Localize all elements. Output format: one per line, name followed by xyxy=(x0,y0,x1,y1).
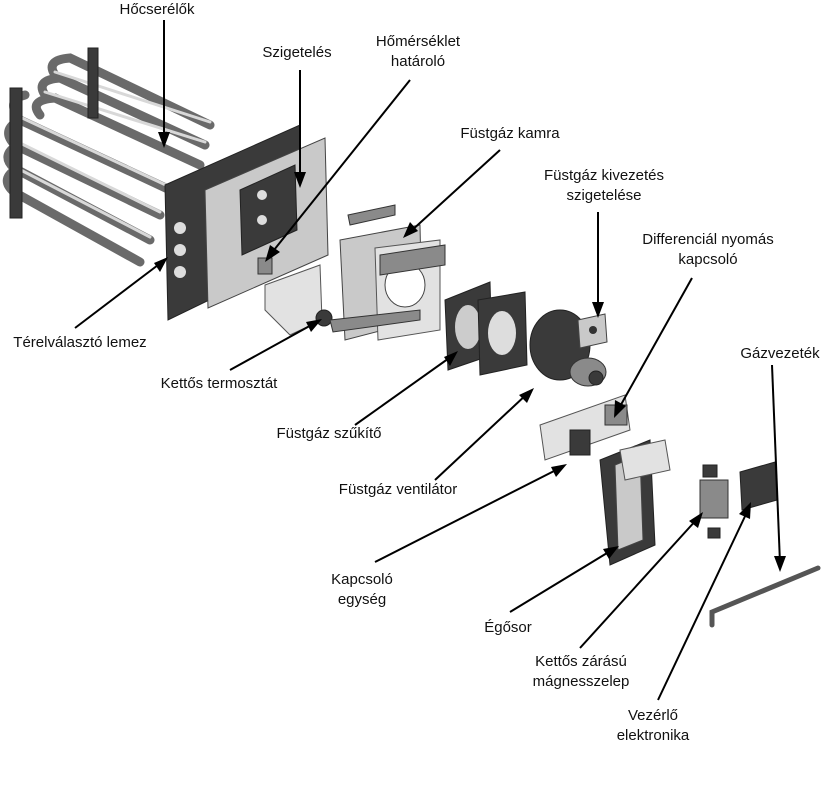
label-terelvalaszto: Térelválasztó lemez xyxy=(13,334,146,351)
label-homerseklet-2: határoló xyxy=(391,53,445,70)
heat-exchanger-part xyxy=(2,47,215,267)
label-differencial-1: Differenciál nyomás xyxy=(642,231,773,248)
label-fustgaz-ventilator: Füstgáz ventilátor xyxy=(339,481,457,498)
label-kivezetes-2: szigetelése xyxy=(566,187,641,204)
flue-gas-restrictor-part xyxy=(444,281,528,376)
gas-pipe-part xyxy=(709,565,821,628)
control-electronics-part xyxy=(739,461,778,511)
label-vezerlo-2: elektronika xyxy=(617,727,690,744)
label-fustgaz-kamra: Füstgáz kamra xyxy=(460,125,560,142)
label-homerseklet-1: Hőmérséklet xyxy=(376,33,461,50)
temperature-limiter-part xyxy=(257,257,273,275)
leader-lines xyxy=(74,20,786,701)
label-egosor: Égősor xyxy=(484,619,532,636)
label-differencial-2: kapcsoló xyxy=(678,251,737,268)
label-fustgaz-szukito: Füstgáz szűkítő xyxy=(276,425,381,442)
solenoid-valve-part xyxy=(699,464,729,539)
label-vezerlo-1: Vezérlő xyxy=(628,707,678,724)
label-kivezetes-1: Füstgáz kivezetés xyxy=(544,167,664,184)
label-kapcsolo-2: egység xyxy=(338,591,386,608)
flue-gas-chamber-part xyxy=(329,204,446,341)
flue-outlet-insulation-part xyxy=(577,313,608,349)
double-thermostat-part xyxy=(264,264,333,336)
burner-row-part xyxy=(599,439,671,566)
label-gazvezetek: Gázvezeték xyxy=(740,345,820,362)
flue-gas-fan-part xyxy=(529,309,607,387)
label-magnesszelep-1: Kettős zárású xyxy=(535,653,627,670)
label-hocserelok: Hőcserélők xyxy=(119,1,195,18)
label-magnesszelep-2: mágnesszelep xyxy=(533,673,630,690)
label-kapcsolo-1: Kapcsoló xyxy=(331,571,393,588)
label-szigeteles: Szigetelés xyxy=(262,44,331,61)
label-kettos-termosztat: Kettős termosztát xyxy=(161,375,279,392)
